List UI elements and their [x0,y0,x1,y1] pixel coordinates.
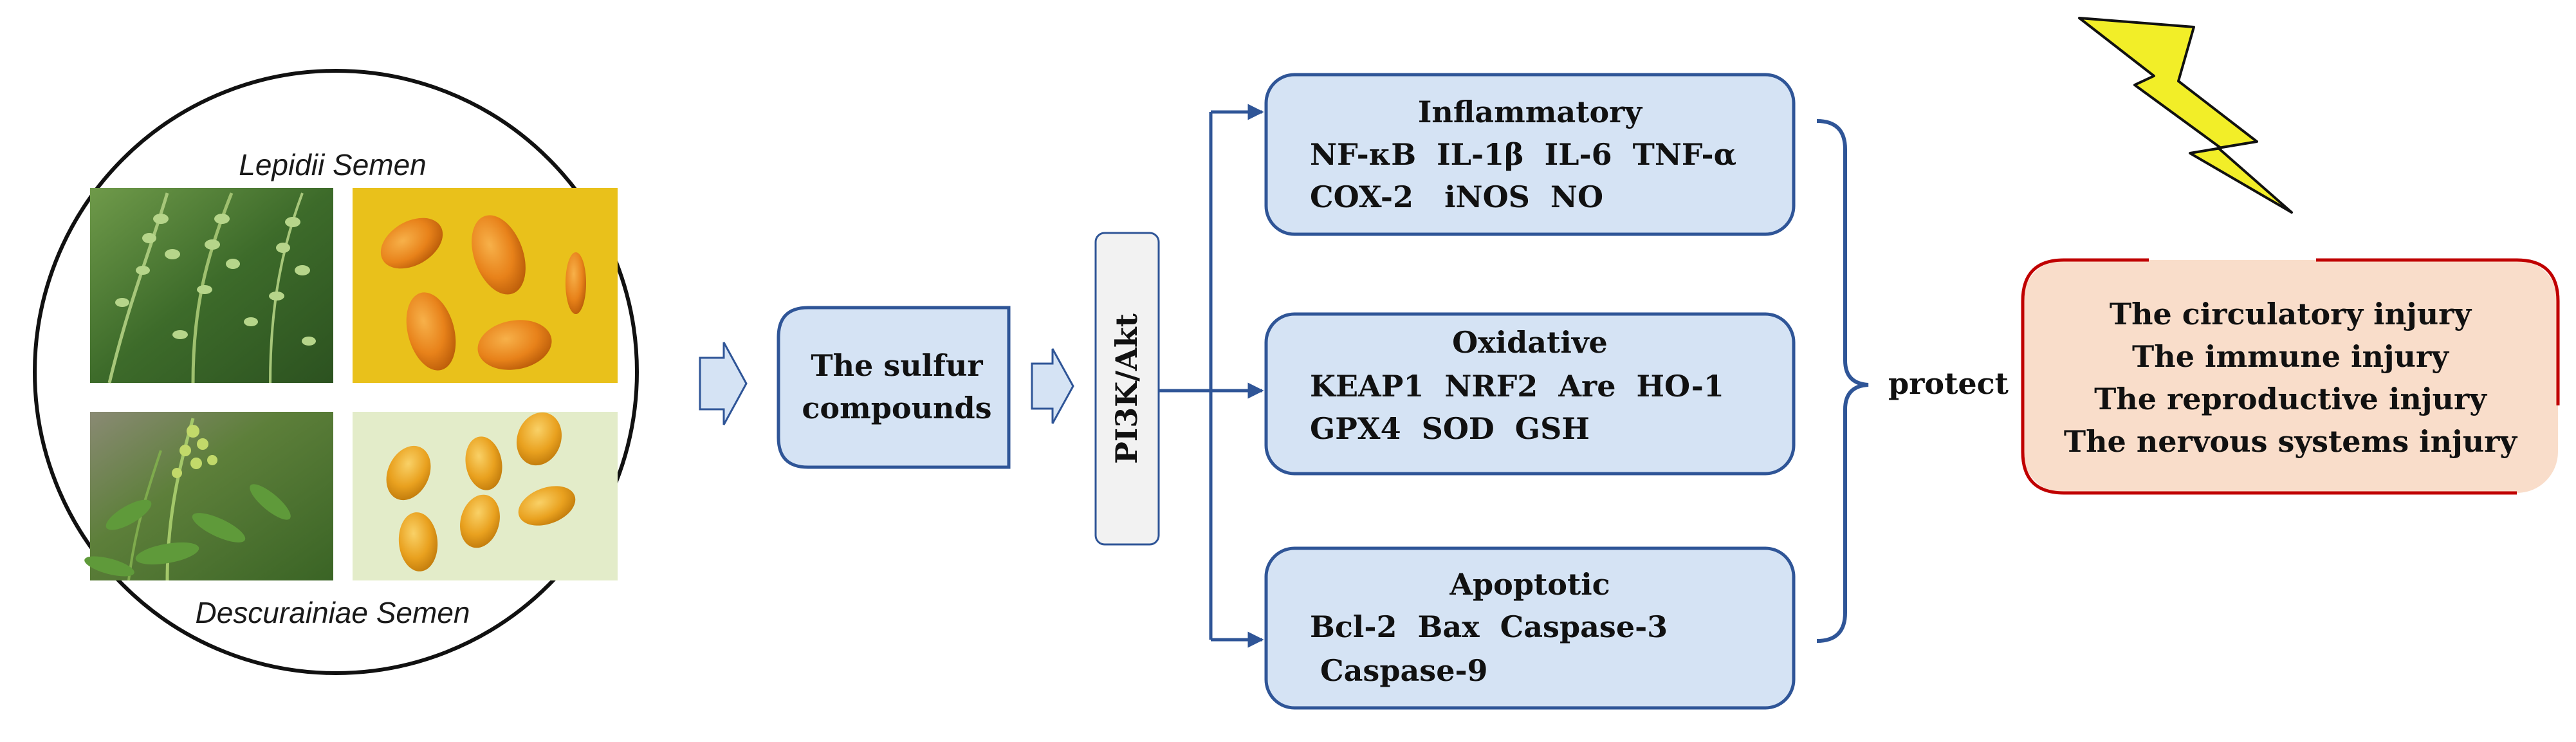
mechanism-title: Oxidative [1452,325,1608,360]
mechanism-markers: Caspase-9 [1310,653,1488,688]
mechanism-markers: COX-2 iNOS NO [1310,180,1603,214]
block-arrow-to-pathway [1031,348,1074,424]
compounds-line1: The sulfur [811,348,983,383]
injury-item: The immune injury [2132,339,2449,374]
plant-circle: Lepidii Semen [33,69,639,675]
mechanism-title: Apoptotic [1449,567,1610,602]
mechanism-markers: Bcl-2 Bax Caspase-3 [1310,609,1668,644]
lepidii-plant-photo [90,188,333,384]
mechanism-oxidative-box: Oxidative KEAP1 NRF2 Are HO-1 GPX4 SOD G… [1264,312,1796,476]
mechanism-markers: KEAP1 NRF2 Are HO-1 [1310,369,1724,403]
pathway-connectors [1159,104,1264,648]
block-arrow-to-compounds [699,342,748,425]
lepidii-semen-label: Lepidii Semen [239,148,427,181]
mechanism-title: Inflammatory [1418,95,1643,129]
pi3k-akt-box: PI3K/Akt [1094,232,1160,546]
compounds-line2: compounds [802,391,991,425]
mechanism-markers: NF-κB IL-1β IL-6 TNF-α [1310,137,1736,172]
sulfur-compounds-box: The sulfur compounds [777,306,1011,469]
lepidii-seeds-photo [353,188,618,383]
mechanism-markers: GPX4 SOD GSH [1310,411,1590,446]
pathway-label: PI3K/Akt [1109,313,1144,463]
lightning-bolt-icon [2078,17,2293,214]
injury-item: The nervous systems injury [2064,424,2518,459]
descurainiae-semen-label: Descurainiae Semen [195,596,470,629]
protect-label: protect [1888,366,2009,401]
mechanism-inflammatory-box: Inflammatory NF-κB IL-1β IL-6 TNF-α COX-… [1264,73,1796,236]
injury-box: The circulatory injury The immune injury… [2021,258,2560,495]
injury-item: The reproductive injury [2094,382,2487,416]
descurainiae-plant-photo [84,412,333,581]
descurainiae-seeds-photo [353,412,618,580]
protect-bracket [1816,119,1869,643]
injury-item: The circulatory injury [2110,297,2472,331]
mechanism-apoptotic-box: Apoptotic Bcl-2 Bax Caspase-3 Caspase-9 [1264,546,1796,710]
